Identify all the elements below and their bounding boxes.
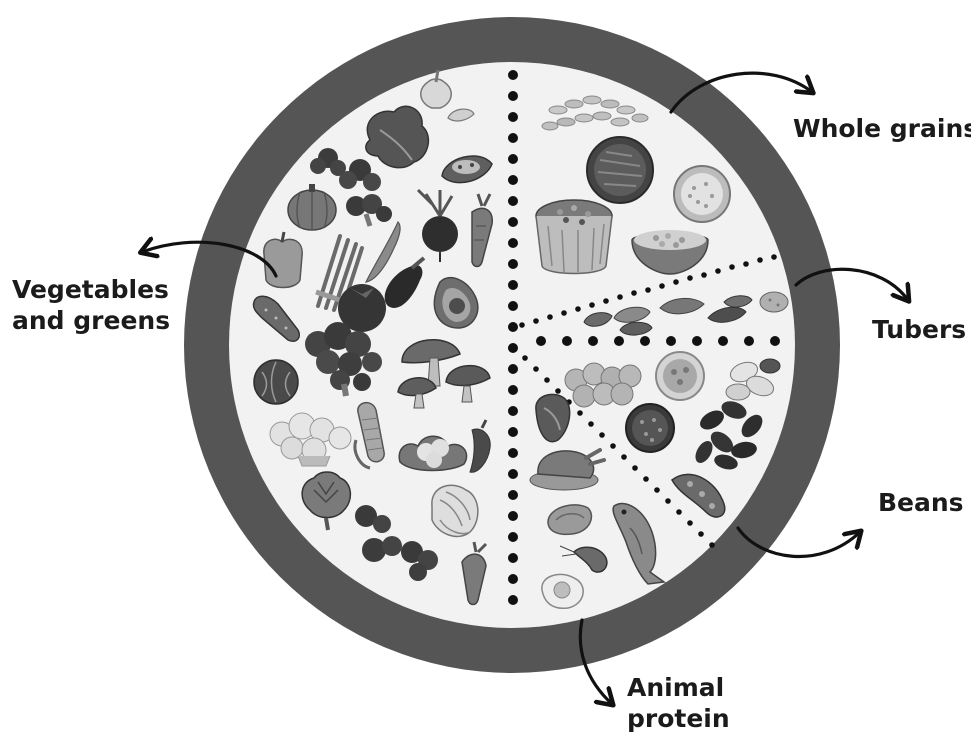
bell-pepper-icon <box>264 232 302 288</box>
cabbage-icon <box>254 360 298 404</box>
label-animal-protein-line2: protein <box>627 703 730 734</box>
lentils-icon <box>626 404 674 452</box>
label-whole-grains: Whole grains <box>793 113 971 144</box>
grain-bowl-icon <box>587 137 653 203</box>
potato-icon <box>760 292 788 312</box>
label-vegetables-line2: and greens <box>12 305 170 336</box>
label-beans-text: Beans <box>878 487 964 518</box>
label-animal-protein-line1: Animal <box>627 672 730 703</box>
label-tubers-text: Tubers <box>872 314 966 345</box>
oats-bowl-icon <box>674 166 730 222</box>
label-tubers: Tubers <box>872 314 966 345</box>
label-animal-protein: Animal protein <box>627 672 730 734</box>
label-vegetables: Vegetables and greens <box>12 274 170 336</box>
egg-icon <box>542 574 583 608</box>
label-whole-grains-text: Whole grains <box>793 113 971 144</box>
cabbage-half-icon <box>432 485 478 536</box>
bean-bowl-icon <box>656 352 704 400</box>
chickpeas-icon <box>565 363 641 407</box>
label-vegetables-line1: Vegetables <box>12 274 170 305</box>
label-beans: Beans <box>878 487 964 518</box>
grain-basket-icon <box>536 200 612 274</box>
